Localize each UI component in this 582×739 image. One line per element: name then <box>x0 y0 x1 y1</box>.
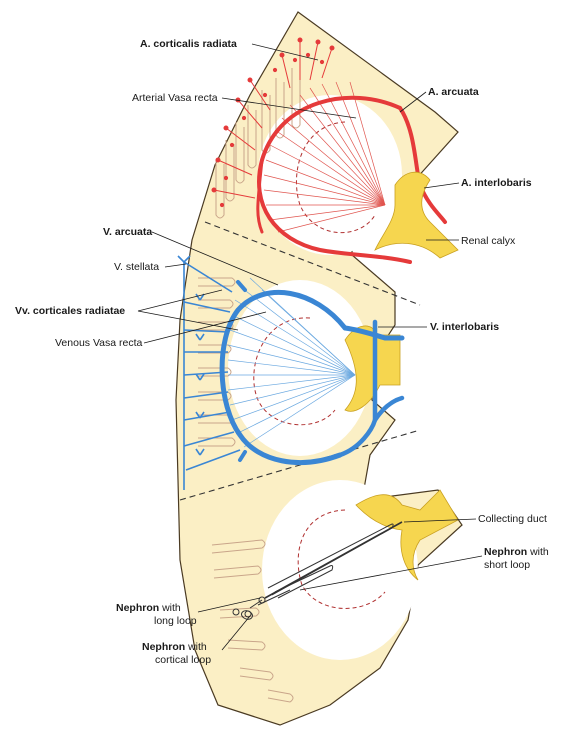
lobe-boundary-upper <box>204 221 421 306</box>
label-nephron-short-loop-line2: short loop <box>484 559 530 571</box>
label-renal-calyx: Renal calyx <box>461 235 516 247</box>
label-a-arcuata: A. arcuata <box>428 86 479 98</box>
a-arcuata-vessel <box>257 95 412 264</box>
upper-medulla <box>258 95 402 255</box>
middle-lobe <box>177 255 405 490</box>
leader-a-corticalis-radiata <box>251 43 319 61</box>
label-nephron-long-loop-line2: long loop <box>154 615 197 627</box>
labels: A. corticalis radiata Arterial Vasa rect… <box>15 38 549 666</box>
label-nephron-short-loop: Nephron with <box>484 546 549 558</box>
leader-v-stellata <box>164 263 187 268</box>
label-v-arcuata: V. arcuata <box>103 226 152 238</box>
lower-lobe <box>211 480 459 703</box>
nephrons <box>232 521 403 620</box>
v-interlobaris-lower <box>337 395 405 458</box>
label-collecting-duct: Collecting duct <box>478 513 547 525</box>
leader-v-arcuata <box>151 231 279 286</box>
upper-lobe <box>211 37 459 264</box>
upper-renal-calyx <box>374 171 459 259</box>
label-venous-vasa-recta: Venous Vasa recta <box>55 337 143 349</box>
leader-nephron-short-loop <box>299 555 483 591</box>
lower-medulla <box>262 480 418 660</box>
middle-medulla-dashed-outline <box>253 317 336 426</box>
lower-cortical-loops <box>211 539 294 703</box>
a-arcuata-left-branch <box>256 158 264 234</box>
v-arcuata-vessel <box>219 289 348 465</box>
nephron-short-loop <box>274 565 334 599</box>
leader-arterial-vasa-recta <box>221 97 357 119</box>
v-interlobaris-vessel <box>342 325 405 341</box>
label-nephron-long-loop: Nephron with <box>116 602 181 614</box>
leader-nephron-cortical-loop <box>221 615 251 651</box>
label-v-interlobaris: V. interlobaris <box>430 321 499 333</box>
leader-vv-corticales-radiatae-2 <box>137 310 239 331</box>
leader-nephron-long-loop <box>197 597 261 613</box>
label-a-interlobaris: A. interlobaris <box>461 177 532 189</box>
middle-renal-calyx <box>344 325 401 412</box>
leader-a-arcuata <box>399 91 427 113</box>
label-arterial-vasa-recta: Arterial Vasa recta <box>132 92 218 104</box>
vv-corticales-radiatae <box>177 255 241 490</box>
label-nephron-cortical-loop-line2: cortical loop <box>155 654 211 666</box>
label-v-stellata: V. stellata <box>114 261 159 273</box>
leader-a-interlobaris <box>423 182 460 189</box>
leader-vv-corticales-radiatae-1 <box>137 289 223 312</box>
label-a-corticalis-radiata: A. corticalis radiata <box>140 38 237 50</box>
v-arcuata-stub-bottom <box>238 450 247 462</box>
middle-medulla <box>228 280 372 456</box>
a-corticalis-radiata-branches <box>211 37 335 208</box>
v-arcuata-stub-top <box>236 280 247 292</box>
leader-venous-vasa-recta <box>143 311 267 344</box>
label-nephron-cortical-loop: Nephron with <box>142 641 207 653</box>
arterial-vasa-recta-fan <box>263 81 386 233</box>
label-vv-corticales-radiatae: Vv. corticales radiatae <box>15 305 125 317</box>
leader-collecting-duct <box>403 518 477 523</box>
nephron-long-loop <box>249 523 394 609</box>
